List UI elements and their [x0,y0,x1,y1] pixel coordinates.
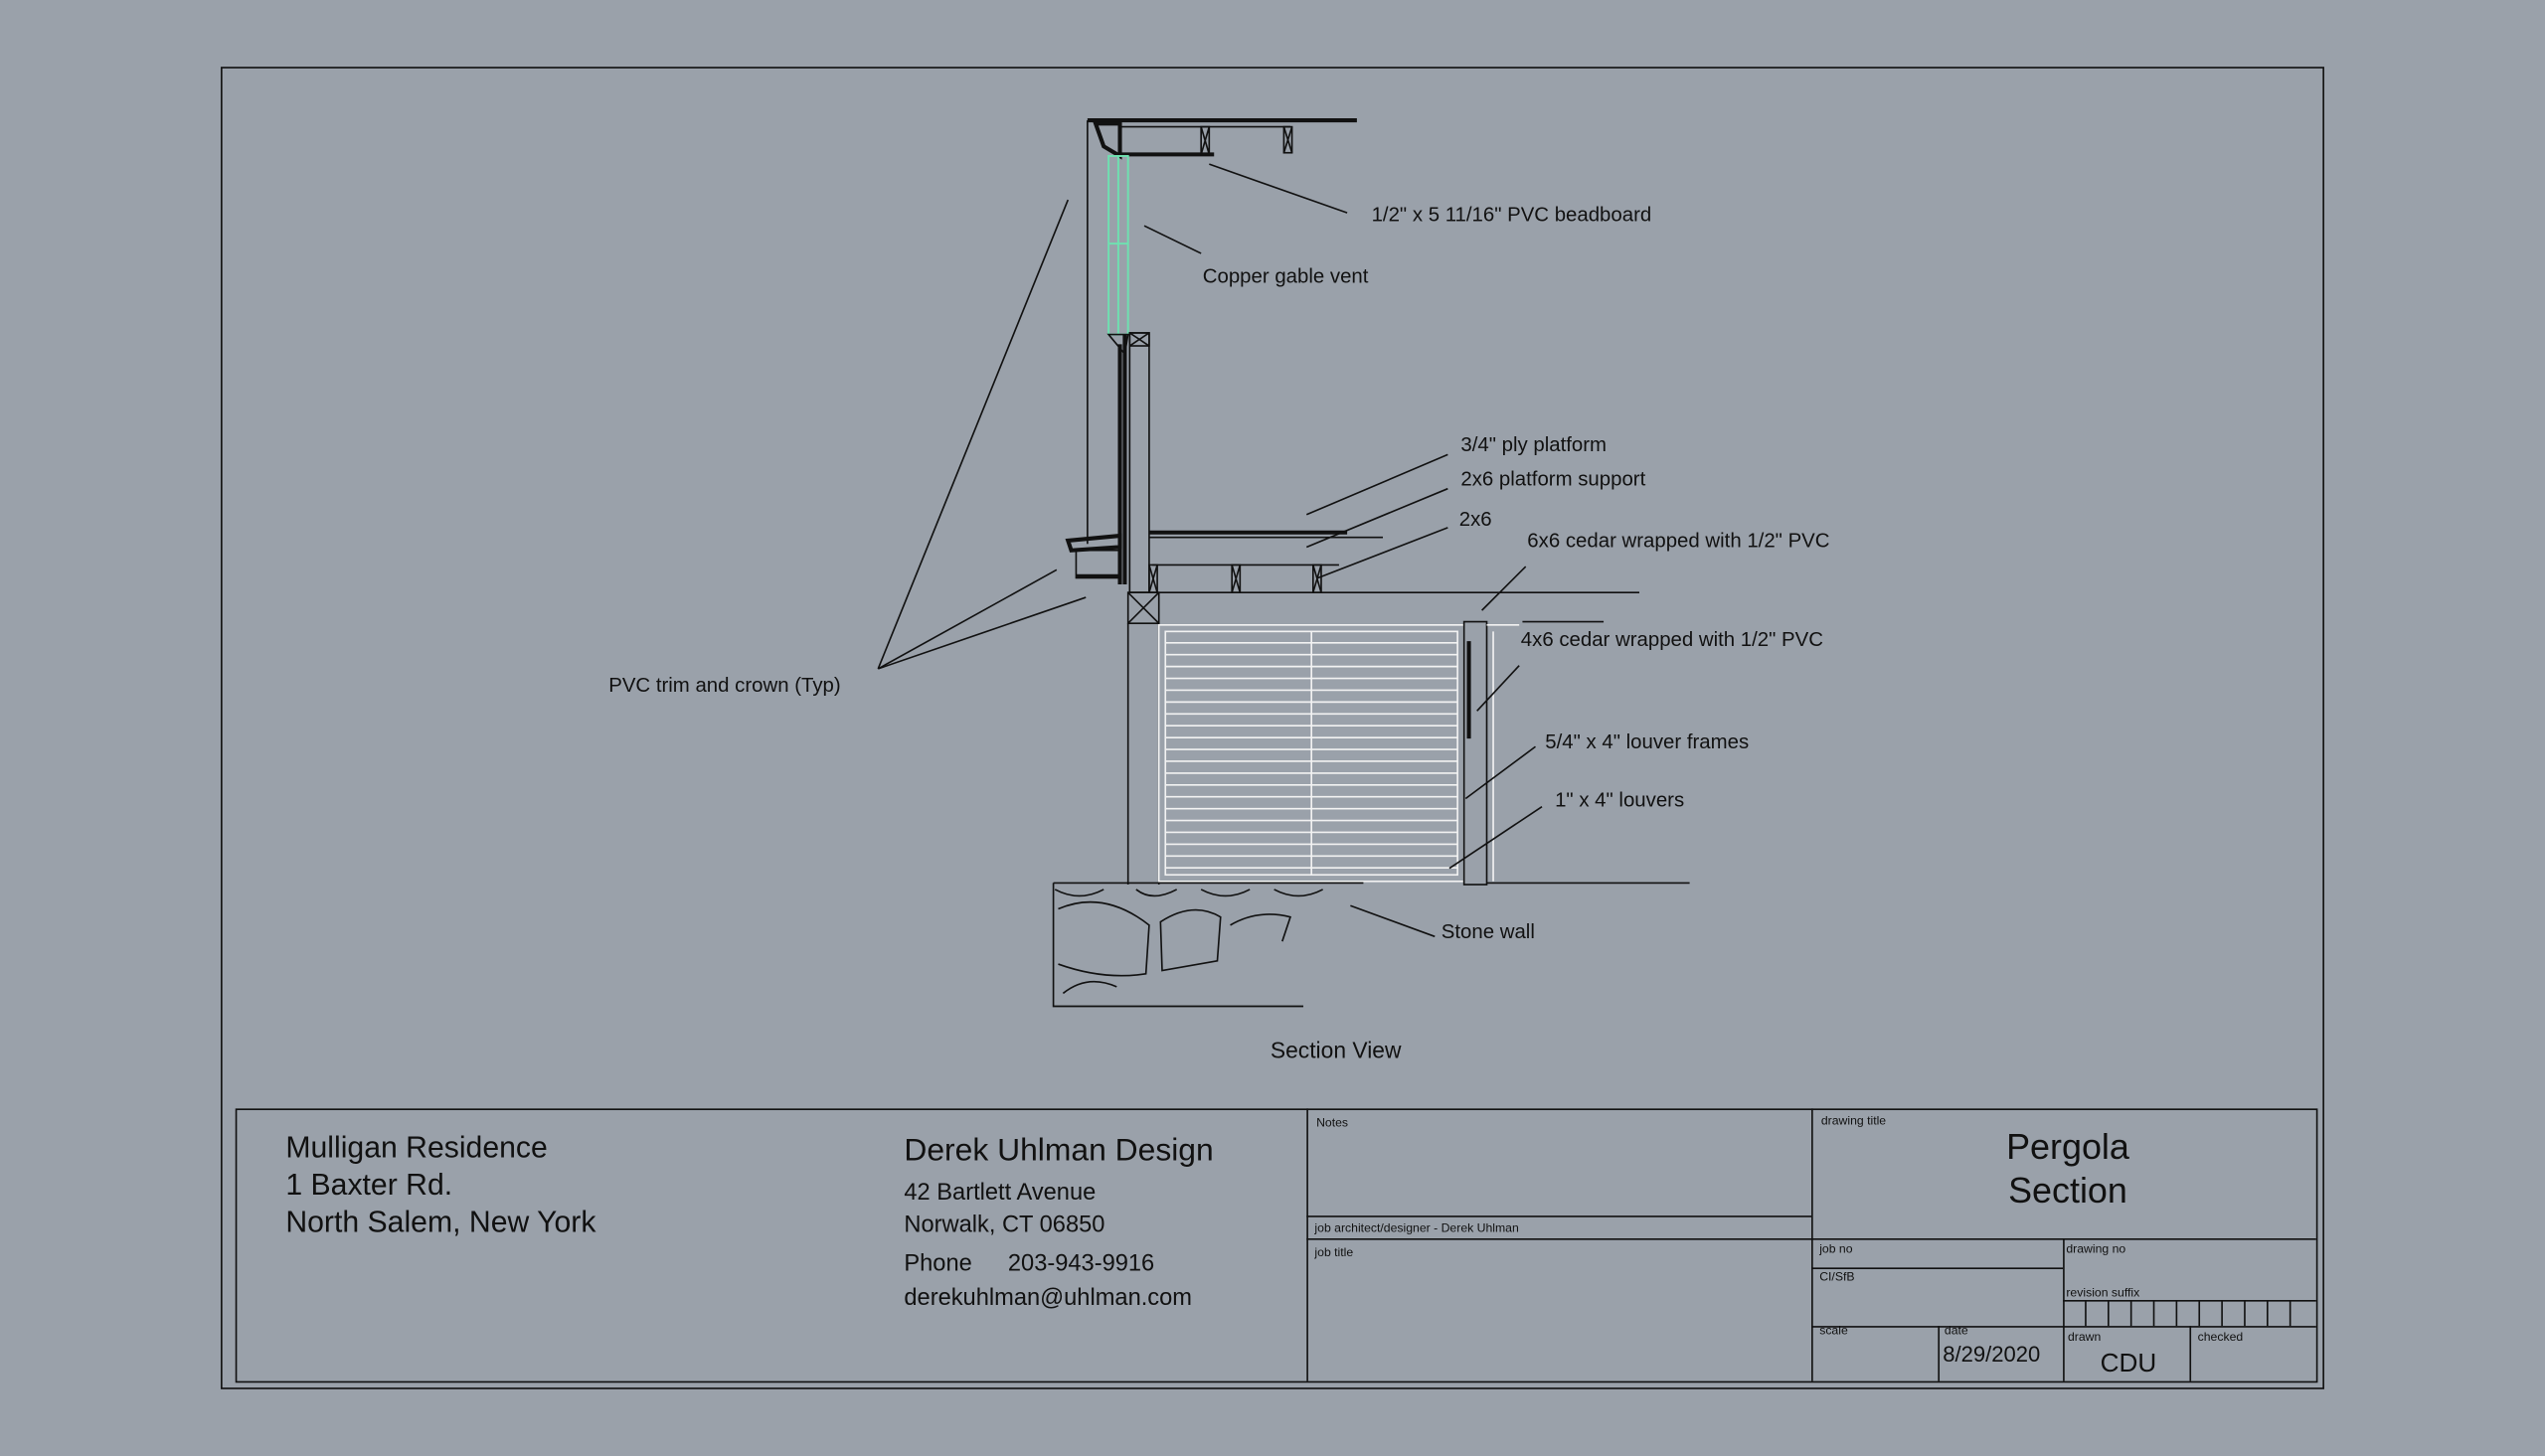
checked-label: checked [2198,1330,2244,1344]
designer-phone: 203-943-9916 [1008,1251,1154,1277]
job-architect: job architect/designer - Derek Uhlman [1313,1220,1519,1234]
drawing-title-line1: Pergola [2006,1126,2129,1167]
designer-email[interactable]: derekuhlman@uhlman.com [904,1285,1192,1311]
label-gable-vent: Copper gable vent [1203,265,1369,287]
label-cedar-6x6: 6x6 cedar wrapped with 1/2" PVC [1527,530,1829,552]
date-value: 8/29/2020 [1943,1342,2040,1367]
label-ply-platform: 3/4" ply platform [1460,434,1607,456]
designer-phone-label: Phone [904,1251,971,1277]
drawing-title-label: drawing title [1821,1114,1886,1128]
client-street: 1 Baxter Rd. [285,1169,452,1202]
drawing-title-line2: Section [2008,1170,2127,1211]
designer-street: 42 Bartlett Avenue [904,1180,1096,1206]
date-label: date [1945,1323,1968,1337]
stone-wall [1052,882,1364,1008]
drawn-label: drawn [2068,1330,2102,1344]
louver-panel [1157,624,1465,883]
label-beadboard: 1/2" x 5 11/16" PVC beadboard [1372,204,1652,226]
job-no-label: job no [1818,1242,1853,1256]
title-block: Mulligan Residence 1 Baxter Rd. North Sa… [235,1108,2318,1383]
sheet-border [221,67,2324,1389]
scale-label: scale [1819,1323,1848,1337]
label-cedar-4x6: 4x6 cedar wrapped with 1/2" PVC [1521,629,1823,651]
view-title: Section View [1271,1038,1402,1063]
label-stone-wall: Stone wall [1442,921,1535,943]
revision-suffix-label: revision suffix [2066,1286,2139,1300]
label-platform-support: 2x6 platform support [1460,468,1645,490]
drawn-value: CDU [2101,1348,2157,1377]
job-title-label: job title [1313,1245,1353,1259]
label-louvers: 1" x 4" louvers [1555,790,1684,812]
label-2x6: 2x6 [1459,509,1492,531]
drawing-no-label: drawing no [2066,1242,2125,1256]
cisfb-label: CI/SfB [1819,1269,1854,1283]
section-drawing: 1/2" x 5 11/16" PVC beadboard Copper gab… [608,118,1830,1063]
label-louver-frames: 5/4" x 4" louver frames [1545,731,1749,753]
notes-label: Notes [1316,1115,1348,1129]
designer-city: Norwalk, CT 06850 [904,1212,1104,1237]
client-city: North Salem, New York [285,1206,596,1238]
client-name: Mulligan Residence [285,1131,547,1164]
designer-company: Derek Uhlman Design [904,1132,1213,1168]
label-pvc-trim: PVC trim and crown (Typ) [608,675,840,697]
